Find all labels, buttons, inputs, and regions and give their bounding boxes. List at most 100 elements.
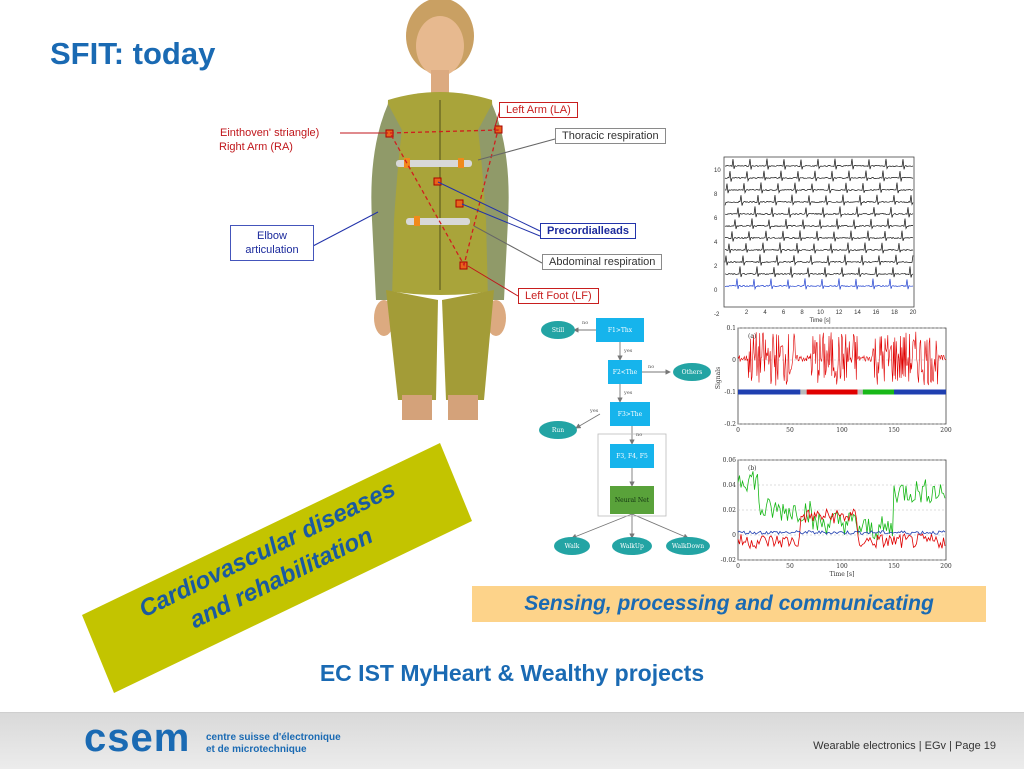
svg-text:Neural Net: Neural Net [615, 497, 650, 504]
x-tick-label: 50 [786, 563, 794, 570]
node-walkup [612, 537, 652, 555]
ecg-x-tick-label: 14 [854, 310, 861, 316]
node-f1 [596, 318, 644, 342]
node-f3 [610, 402, 650, 426]
svg-text:no: no [582, 320, 588, 326]
chart-a-activity-bar [738, 389, 801, 395]
activity-flowchart: Still F1>Thx F2<The Others F3>The Run F3… [539, 318, 711, 555]
chart-b-grid [738, 459, 946, 561]
label-right-arm: Right Arm (RA) [219, 141, 293, 153]
slide-title: SFIT: today [50, 36, 216, 71]
svg-text:F2<The: F2<The [613, 369, 638, 376]
ecg-x-tick-label: 10 [817, 310, 824, 316]
logo-sub-line2: et de microtechnique [206, 744, 307, 755]
ecg-series-line [724, 194, 914, 206]
footer-bar [0, 712, 1024, 769]
chart-a-activity-bar [894, 389, 946, 395]
node-others [673, 363, 711, 381]
svg-text:yes: yes [623, 390, 633, 396]
ecg-series-line [725, 278, 914, 291]
chart-a-activity-bar [857, 389, 863, 395]
chart-b-panel-label: (b) [748, 465, 757, 472]
label-elbow-line2: articulation [245, 244, 299, 256]
projects-caption: EC IST MyHeart & Wealthy projects [319, 660, 705, 686]
svg-text:Others: Others [682, 369, 703, 376]
x-tick-label: 0 [736, 563, 740, 570]
ecg-y-tick-label: -2 [714, 312, 720, 318]
chart-a-series-red [737, 331, 947, 386]
node-walkdown [666, 537, 710, 555]
sensor-suit-illustration [371, 0, 509, 420]
svg-text:WalkUp: WalkUp [620, 543, 644, 550]
ecg-y-tick-label: 8 [714, 192, 718, 198]
ecg-x-label: Time [s] [809, 318, 830, 324]
csem-logo: csem [84, 716, 191, 760]
chart-a-series [737, 331, 947, 395]
ecg-x-tick-label: 18 [891, 310, 898, 316]
ecg-x-tick-label: 2 [745, 310, 749, 316]
chart-b-series-line [737, 530, 946, 535]
x-tick-label: 200 [940, 563, 952, 570]
ecg-y-tick-label: 2 [714, 264, 718, 270]
csem-logo-subtitle: centre suisse d'électronique et de micro… [206, 732, 341, 756]
svg-text:F3>The: F3>The [618, 411, 643, 418]
chart-a-activity-bar [800, 389, 807, 395]
logo-sub-line1: centre suisse d'électronique [206, 732, 341, 743]
x-tick-label: 100 [836, 563, 848, 570]
y-tick-label: -0.2 [724, 421, 736, 428]
svg-text:Run: Run [552, 427, 564, 434]
ecg-series-line [724, 158, 914, 170]
ecg-y-tick-label: 0 [714, 288, 718, 294]
ecg-series-line [724, 206, 914, 219]
label-elbow-articulation: Elbow articulation [230, 225, 314, 261]
ecg-series-line [724, 170, 914, 183]
svg-text:Still: Still [552, 327, 564, 334]
svg-text:no: no [648, 364, 654, 370]
ecg-x-tick-label: 12 [836, 310, 843, 316]
label-precordial-leads: Precordialleads [540, 223, 636, 239]
svg-text:yes: yes [623, 348, 633, 354]
y-tick-label: -0.1 [724, 389, 736, 396]
label-einthoven: Einthoven' striangle) [220, 127, 320, 139]
ecg-x-tick-label: 4 [763, 310, 767, 316]
y-tick-label: 0.1 [726, 325, 736, 332]
ecg-traces [724, 158, 914, 291]
label-elbow-line1: Elbow [257, 230, 287, 242]
y-tick-label: 0.04 [723, 482, 737, 489]
x-tick-label: 0 [736, 427, 740, 434]
x-tick-label: 50 [786, 427, 794, 434]
ecg-series-line [725, 230, 914, 242]
ecg-series-line [724, 242, 914, 254]
footer-page-info: Wearable electronics | EGv | Page 19 [813, 740, 996, 752]
chart-a-activity-bar [862, 389, 894, 395]
x-tick-label: 150 [888, 427, 900, 434]
chart-b-x-label: Time [s] [830, 571, 855, 578]
chart-b-series-line [737, 471, 946, 541]
y-tick-label: 0 [732, 357, 736, 364]
label-abdominal-respiration: Abdominal respiration [542, 254, 663, 270]
node-walk [554, 537, 590, 555]
cardiovascular-banner: Cardiovascular diseases and rehabilitati… [82, 443, 472, 693]
ecg-x-tick-label: 16 [873, 310, 880, 316]
x-tick-label: 100 [836, 427, 848, 434]
ecg-series-line [724, 254, 914, 267]
ecg-series-line [724, 218, 914, 230]
svg-text:no: no [636, 432, 642, 438]
ecg-y-tick-label: 4 [714, 240, 718, 246]
chart-b-series [737, 471, 946, 550]
node-run [539, 421, 577, 439]
ecg-x-tick-label: 8 [800, 310, 804, 316]
node-f2 [608, 360, 642, 384]
ecg-y-tick-label: 10 [714, 168, 721, 174]
sensing-caption: Sensing, processing and communicating [472, 586, 986, 622]
svg-text:WalkDown: WalkDown [672, 543, 704, 550]
chart-a-panel-label: (a) [748, 333, 756, 340]
svg-text:F1>Thx: F1>Thx [608, 327, 633, 334]
ecg-series-line [725, 182, 914, 194]
y-tick-label: -0.02 [721, 557, 737, 564]
